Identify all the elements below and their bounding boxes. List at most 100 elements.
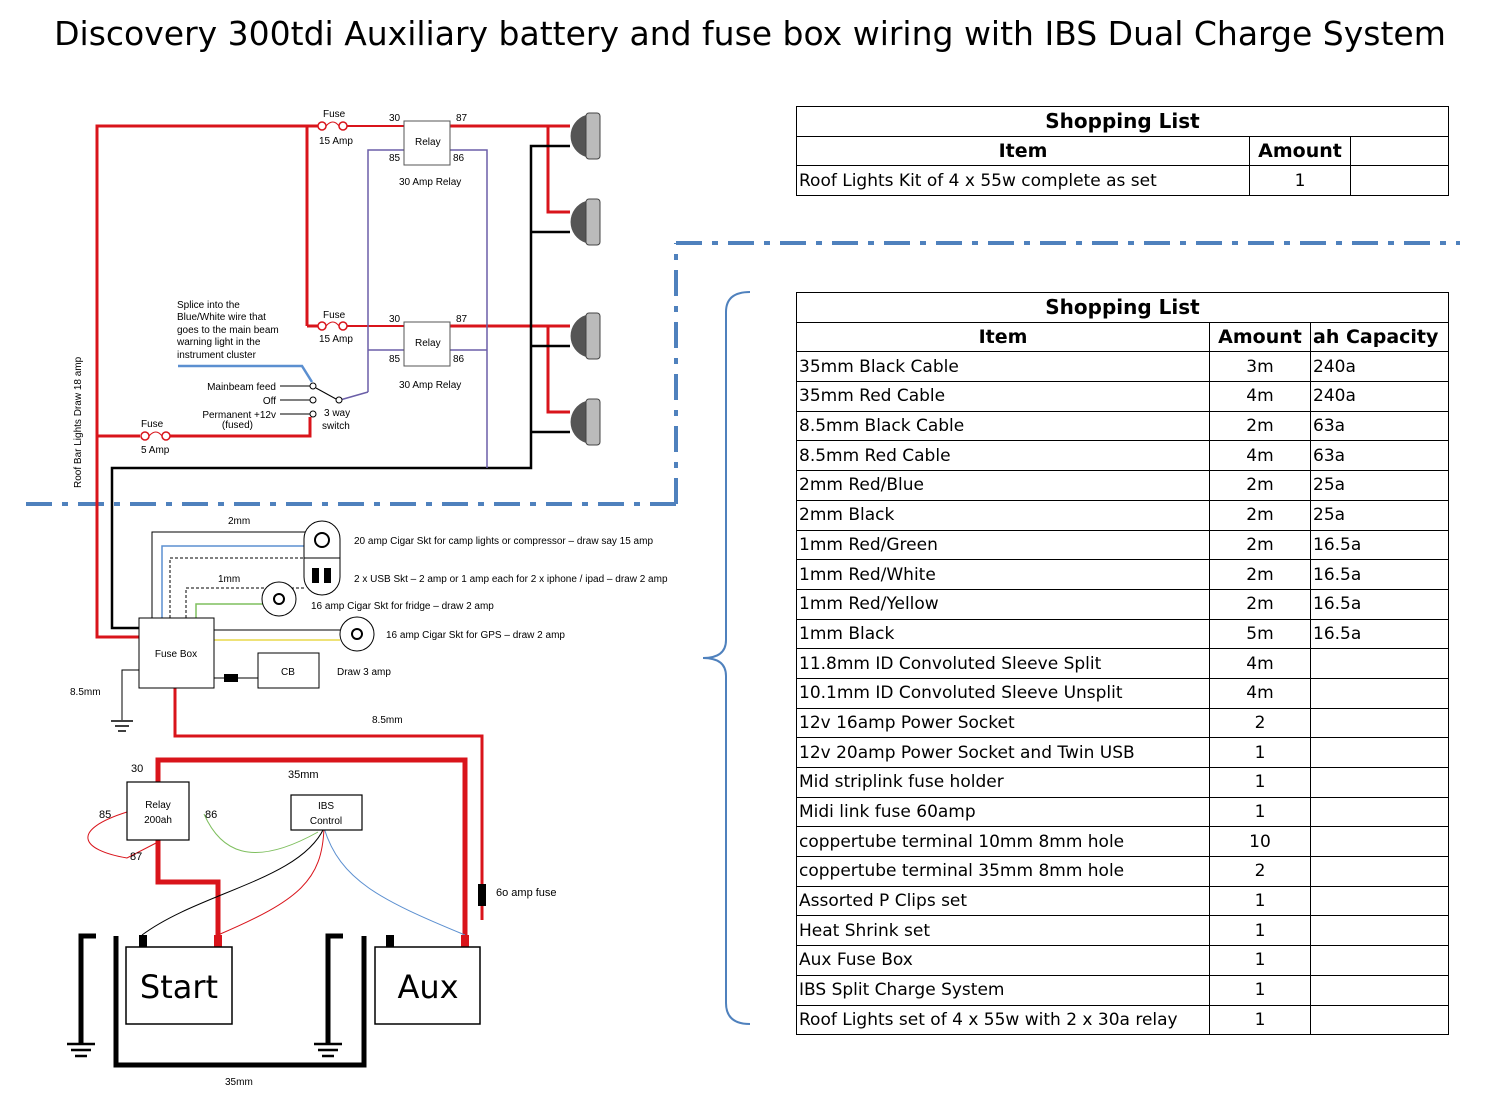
ground-icon xyxy=(314,1042,342,1058)
item-cell: Assorted P Clips set xyxy=(796,885,1210,917)
column-header xyxy=(1349,135,1450,167)
fuse-label: Fuse xyxy=(323,109,346,120)
ibs-label: IBS xyxy=(318,801,334,812)
shopping-list-roof: Shopping List Item Amount Roof Lights Ki… xyxy=(795,106,1450,197)
amount-cell: 4m xyxy=(1209,381,1311,412)
capacity-cell: 16.5a xyxy=(1309,588,1450,620)
socket-description: 16 amp Cigar Skt for fridge – draw 2 amp xyxy=(311,601,494,612)
relay-label: Relay xyxy=(415,137,441,148)
pin-label: 30 xyxy=(389,113,401,124)
wire-size-label: 1mm xyxy=(218,574,240,585)
switch-option: Mainbeam feed xyxy=(207,382,276,393)
shopping-list-main: Shopping List Item Amount ah Capacity 35… xyxy=(795,292,1450,1036)
item-cell: 1mm Black xyxy=(796,618,1210,650)
wire-size-label: 35mm xyxy=(225,1077,253,1088)
fuse-box-label: Fuse Box xyxy=(155,649,197,660)
lamp-icon xyxy=(570,312,601,360)
capacity-cell: 240a xyxy=(1309,381,1450,412)
pin-label: 85 xyxy=(389,153,401,164)
capacity-cell xyxy=(1309,737,1450,768)
start-battery xyxy=(125,946,233,1025)
item-cell: coppertube terminal 10mm 8mm hole xyxy=(796,826,1210,858)
capacity-cell xyxy=(1309,974,1450,1006)
shopping-list-title: Shopping List xyxy=(795,292,1450,323)
pin-label: 85 xyxy=(99,809,111,821)
item-cell: 2mm Red/Blue xyxy=(796,470,1210,501)
aux-battery xyxy=(374,946,481,1025)
wire-size-label: 8.5mm xyxy=(372,715,403,726)
splice-note: goes to the main beam xyxy=(177,325,279,336)
socket-description: 16 amp Cigar Skt for GPS – draw 2 amp xyxy=(386,630,565,641)
capacity-cell: 63a xyxy=(1309,440,1450,472)
section-divider xyxy=(26,241,1460,506)
splice-note: Blue/White wire that xyxy=(177,312,266,323)
item-cell: 1mm Red/Yellow xyxy=(796,588,1210,620)
switch-option: Permanent +12v xyxy=(202,410,276,421)
usb-socket-icon xyxy=(312,568,331,583)
capacity-cell xyxy=(1309,707,1450,739)
pin-label: 87 xyxy=(456,113,468,124)
circuit-breaker-box xyxy=(257,652,320,689)
ground-icon xyxy=(111,720,133,732)
item-cell: 8.5mm Red Cable xyxy=(796,440,1210,472)
amount-cell: 2 xyxy=(1209,856,1311,887)
relay-label: Relay xyxy=(415,338,441,349)
amount-cell: 1 xyxy=(1209,767,1311,798)
amount-cell: 2m xyxy=(1209,529,1311,561)
column-header: Item xyxy=(796,135,1250,167)
item-cell: 35mm Black Cable xyxy=(796,351,1210,383)
capacity-cell xyxy=(1309,767,1450,798)
amount-cell: 1 xyxy=(1209,796,1311,828)
amount-cell: 10 xyxy=(1209,826,1311,858)
fuse-label: Fuse xyxy=(323,310,346,321)
amount-cell: 4m xyxy=(1209,440,1311,472)
pin-label: 87 xyxy=(130,851,142,863)
fridge-socket-icon xyxy=(261,581,297,617)
relay-box xyxy=(403,120,451,166)
item-cell: Roof Lights set of 4 x 55w with 2 x 30a … xyxy=(796,1004,1210,1036)
start-battery-label: Start xyxy=(140,968,218,1006)
ibs-control-box xyxy=(290,794,363,831)
ground-icon xyxy=(67,1042,95,1058)
item-cell: 35mm Red Cable xyxy=(796,381,1210,412)
amount-cell: 2m xyxy=(1209,470,1311,501)
capacity-cell xyxy=(1309,648,1450,679)
amount-cell: 2m xyxy=(1209,588,1311,620)
amount-cell: 2m xyxy=(1209,559,1311,590)
capacity-cell: 63a xyxy=(1309,410,1450,442)
pin-label: 86 xyxy=(205,809,217,821)
item-cell: 1mm Red/White xyxy=(796,559,1210,590)
cb-label: CB xyxy=(281,667,295,678)
capacity-cell xyxy=(1349,165,1450,197)
roof-light-wiring xyxy=(95,112,601,639)
capacity-cell xyxy=(1309,856,1450,887)
amount-cell: 1 xyxy=(1209,974,1311,1006)
amount-cell: 3m xyxy=(1209,351,1311,383)
column-header: Amount xyxy=(1249,135,1351,167)
pin-label: 87 xyxy=(456,314,468,325)
wire-size-label: 8.5mm xyxy=(70,687,101,698)
amount-cell: 1 xyxy=(1249,165,1351,197)
item-cell: Mid striplink fuse holder xyxy=(796,767,1210,798)
pin-label: 30 xyxy=(389,314,401,325)
fuse-label: Fuse xyxy=(141,419,164,430)
socket-description: 20 amp Cigar Skt for camp lights or comp… xyxy=(354,536,653,547)
amount-cell: 4m xyxy=(1209,648,1311,679)
pin-label: 85 xyxy=(389,354,401,365)
capacity-cell xyxy=(1309,915,1450,947)
item-cell: 11.8mm ID Convoluted Sleeve Split xyxy=(796,648,1210,679)
fuse-box xyxy=(138,617,215,689)
amount-cell: 1 xyxy=(1209,737,1311,768)
relay-rating: 30 Amp Relay xyxy=(399,177,461,188)
column-header: Amount xyxy=(1209,321,1311,353)
shopping-list-title: Shopping List xyxy=(795,106,1450,137)
item-cell: Midi link fuse 60amp xyxy=(796,796,1210,828)
item-cell: coppertube terminal 35mm 8mm hole xyxy=(796,856,1210,887)
